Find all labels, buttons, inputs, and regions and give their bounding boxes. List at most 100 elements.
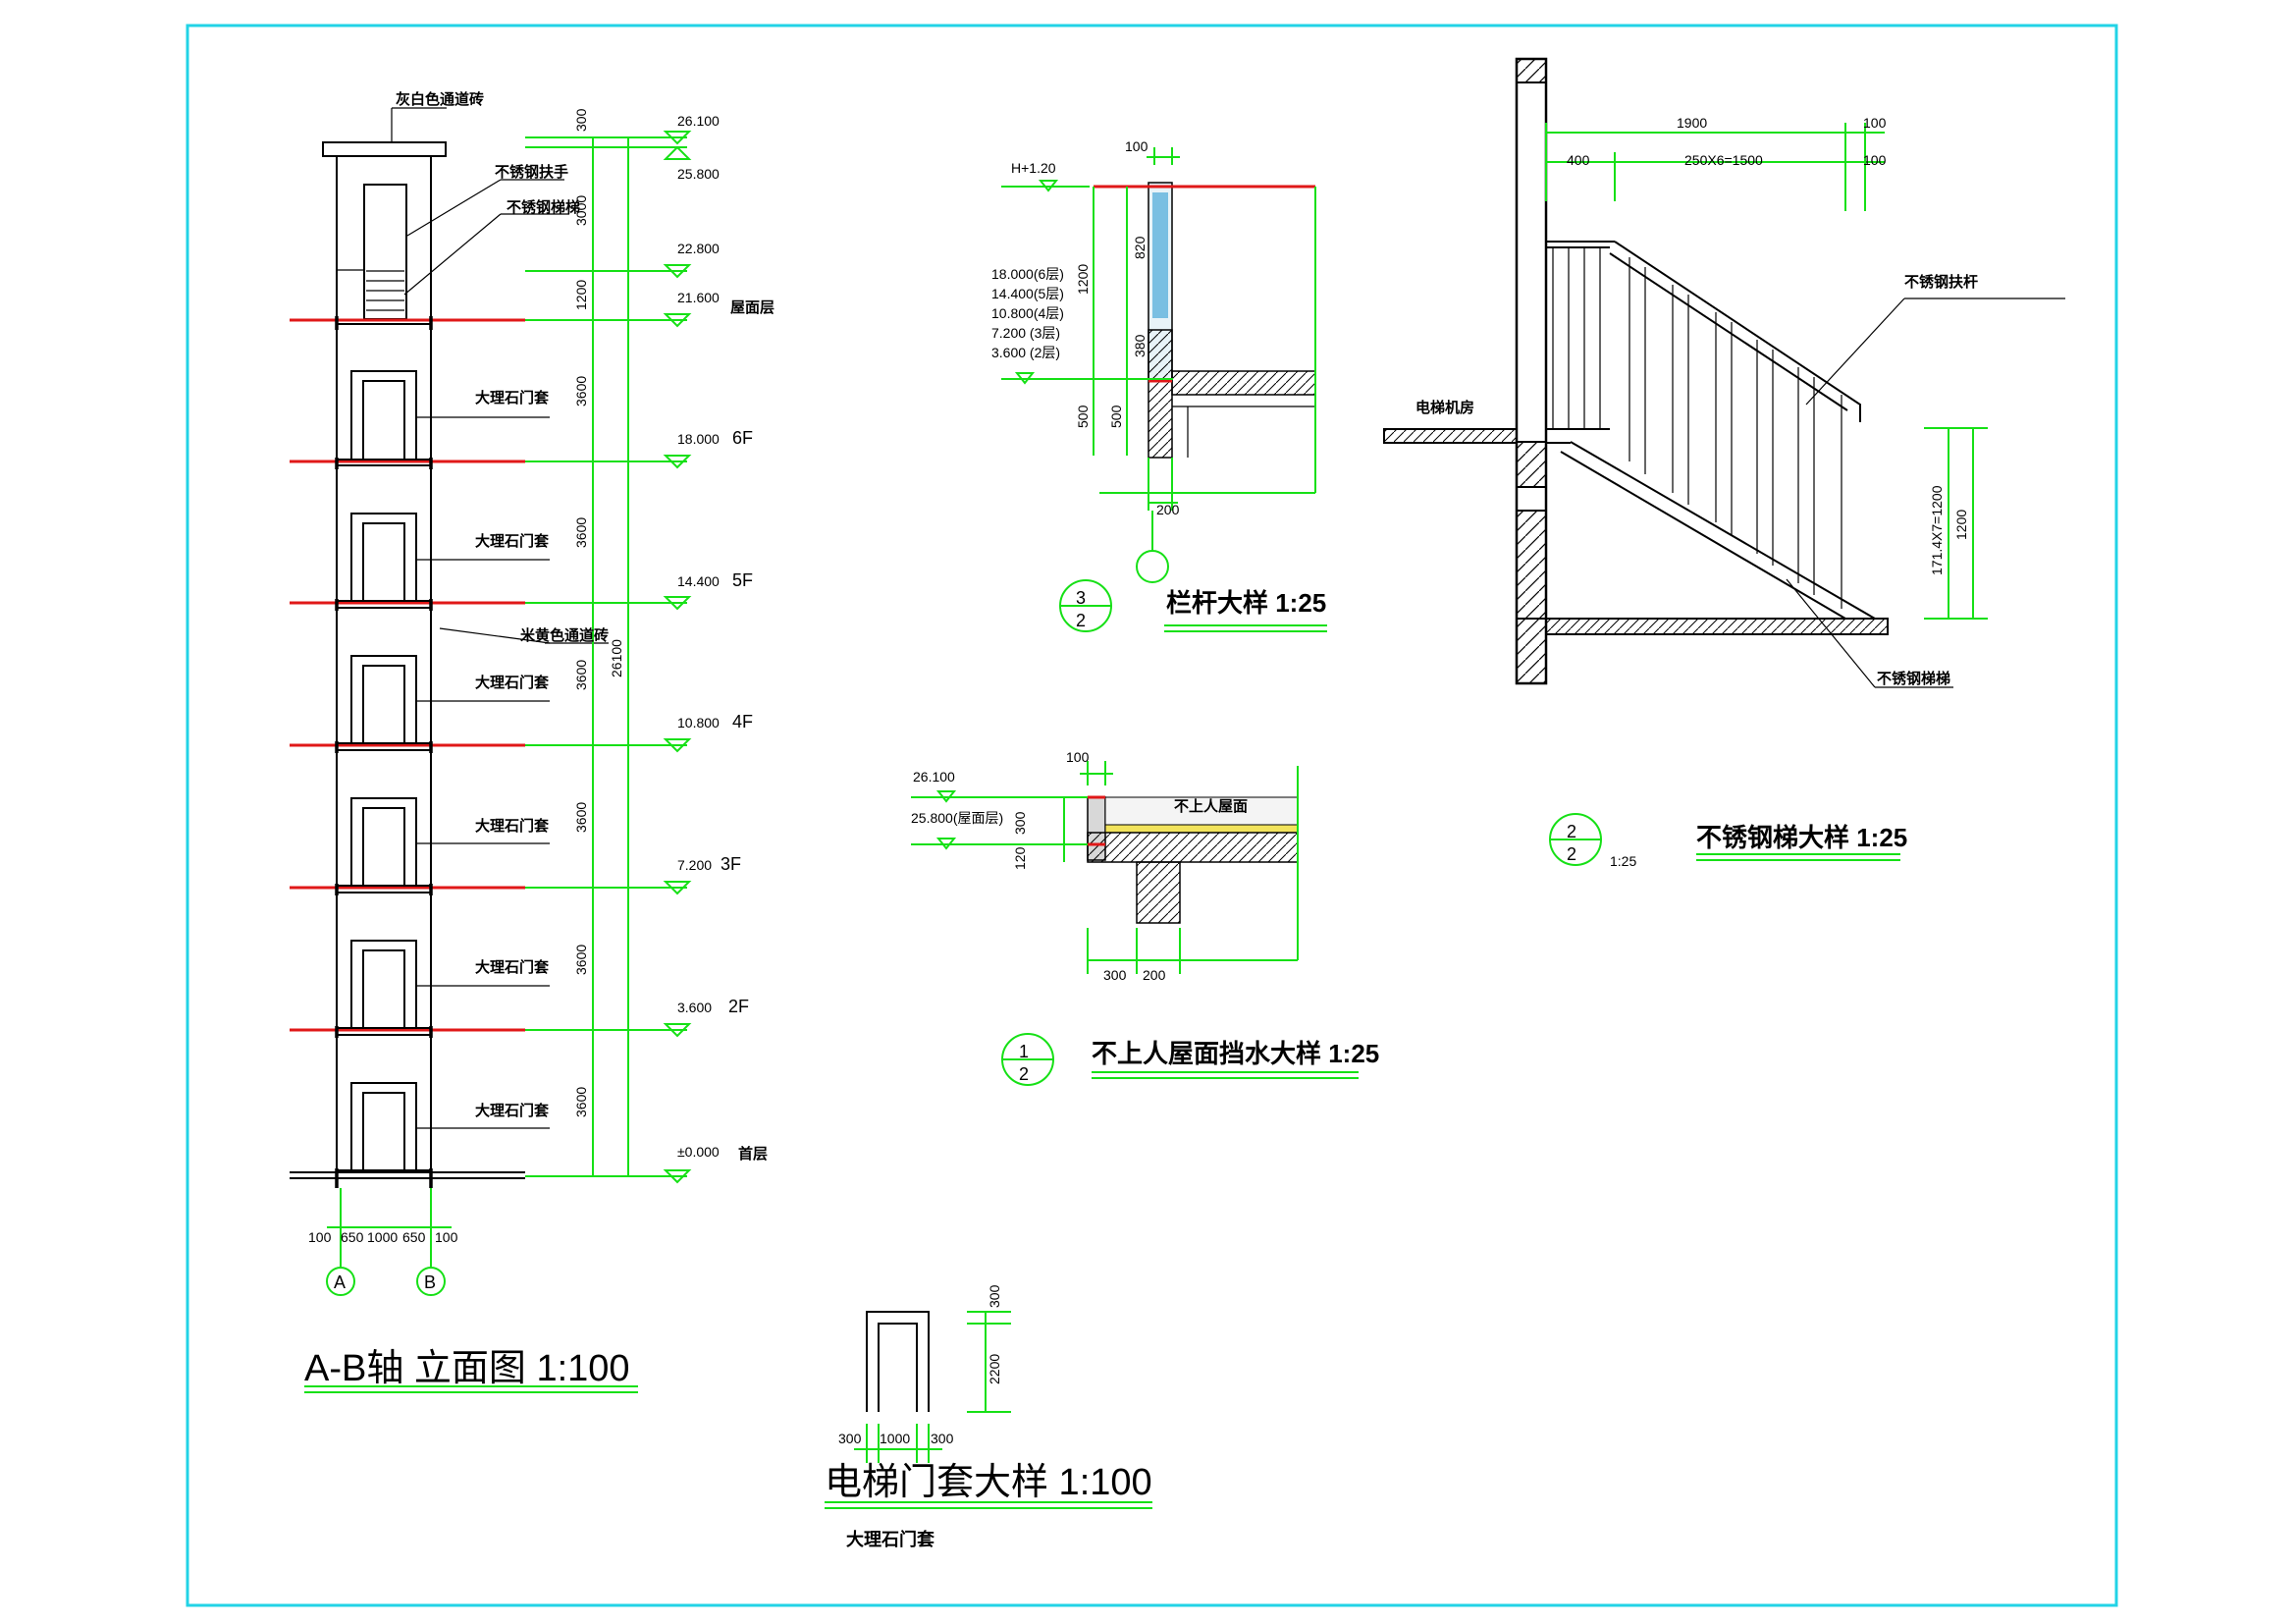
dim-label: 1000 [880,1431,910,1446]
dim-label: 300 [987,1284,1002,1308]
detail-number-bottom: 2 [1567,844,1576,864]
dim-label: 3600 [573,1087,589,1117]
dim-label: 820 [1132,236,1148,259]
bottom-dim: 650 [341,1229,364,1245]
dim-label: 3600 [573,660,589,690]
level-label: 7.200 [677,857,712,873]
dim-label: 171.4X7=1200 [1929,485,1945,575]
dim-label: 100 [1125,138,1148,154]
dim-label: 300 [1012,811,1028,835]
elevation-title: A-B轴 立面图 1:100 [304,1348,630,1389]
dim-label: 300 [931,1431,954,1446]
dim-label: 200 [1143,967,1166,983]
door-note-4f: 大理石门套 [475,674,550,691]
dim-label: 100 [1863,115,1887,131]
door-note-2f: 大理石门套 [475,958,550,976]
total-dim-label: 26100 [609,639,624,677]
dim-label: 3600 [573,376,589,406]
dim-label: 500 [1108,405,1124,428]
mid-note: 米黄色通道砖 [520,626,609,644]
level-tag: 6F [732,428,753,448]
dim-label: 3000 [573,195,589,226]
dim-label: 1200 [1075,264,1091,295]
dim-label: 120 [1012,846,1028,870]
detail-number-top: 3 [1076,588,1086,608]
machine-room-label: 电梯机房 [1415,399,1474,416]
parapet-title: 不上人屋面挡水大样 1:25 [1092,1039,1379,1068]
dim-label: 380 [1132,334,1148,357]
door-note-3f: 大理石门套 [475,817,550,835]
dim-label: 200 [1156,502,1180,517]
level-label: 21.600 [677,290,720,305]
bottom-dim: 100 [435,1229,458,1245]
scale-label: 1:25 [1610,853,1636,869]
stair-title: 不锈钢梯大样 1:25 [1696,823,1907,852]
level-label: ±0.000 [677,1144,720,1160]
parapet-detail: 26.100 25.800(屋面层) 不上人屋面 100 300 120 300… [911,749,1379,1086]
level-label: 14.400 [677,573,720,589]
door-note-6f: 大理石门套 [475,389,550,406]
dim-label: 100 [1863,152,1887,168]
level-line: 25.800(屋面层) [911,810,1003,826]
level-line: 26.100 [913,769,955,785]
dim-label: 3600 [573,945,589,975]
level-label: 3.600 [677,1000,712,1015]
level-line: 10.800(4层) [991,305,1064,321]
detail-number-top: 2 [1567,822,1576,841]
parapet-note: 不上人屋面 [1174,797,1248,815]
detail-number-bottom: 2 [1019,1064,1029,1084]
level-tag: 屋面层 [730,298,774,316]
railing-detail: H+1.20 18.000(6层) 14.400(5层) 10.800(4层) … [991,138,1327,632]
railing-title: 栏杆大样 1:25 [1166,588,1326,618]
dim-label: 1200 [573,280,589,310]
level-label: 26.100 [677,113,720,129]
level-label: 18.000 [677,431,720,447]
elevation-view: 灰白色通道砖 不锈钢扶手 不锈钢梯梯 米黄色通道砖 大理石门套 大理石门套 大理… [290,90,774,1393]
level-label: 10.800 [677,715,720,731]
level-tag: 首层 [738,1145,768,1163]
level-label: 22.800 [677,241,720,256]
top-note: 灰白色通道砖 [396,90,484,108]
door-note-1f: 大理石门套 [475,1102,550,1119]
door-title: 电梯门套大样 1:100 [825,1462,1152,1503]
dim-label: 400 [1567,152,1590,168]
sheet-border [186,24,2118,1607]
h-label: H+1.20 [1011,160,1056,176]
level-line: 7.200 (3层) [991,325,1060,341]
axis-label: A [334,1272,346,1292]
detail-number-top: 1 [1019,1042,1029,1061]
dim-label: 3600 [573,802,589,833]
door-detail: 300 2200 300 1000 300 电梯门套大样 1:100 大理石门套 [825,1284,1152,1550]
dim-label: 2200 [987,1354,1002,1384]
dim-label: 500 [1075,405,1091,428]
bottom-dim: 650 [402,1229,426,1245]
level-tag: 2F [728,997,749,1016]
level-label: 25.800 [677,166,720,182]
rail-note: 不锈钢扶手 [495,163,568,181]
level-line: 14.400(5层) [991,286,1064,301]
level-tag: 4F [732,712,753,731]
dim-label: 1200 [1953,510,1969,540]
dim-label: 1900 [1677,115,1707,131]
door-note-5f: 大理石门套 [475,532,550,550]
stair-note: 不锈钢梯梯 [507,198,580,216]
door-subtitle: 大理石门套 [846,1529,934,1550]
level-line: 3.600 (2层) [991,345,1060,360]
bottom-dim: 1000 [367,1229,398,1245]
bottom-dim: 100 [308,1229,332,1245]
dim-label: 300 [838,1431,862,1446]
dim-label: 3600 [573,517,589,548]
stair-detail: 1900 100 400 250X6=1500 100 电梯机房 不锈钢扶杆 不… [1383,57,2065,869]
rail-label: 不锈钢扶杆 [1904,273,1978,291]
level-tag: 3F [721,854,741,874]
axis-label: B [424,1272,436,1292]
dim-label: 250X6=1500 [1684,152,1763,168]
ladder-label: 不锈钢梯梯 [1877,670,1950,687]
dim-label: 100 [1066,749,1090,765]
level-line: 18.000(6层) [991,266,1064,282]
dim-label: 300 [573,108,589,132]
detail-number-bottom: 2 [1076,611,1086,630]
level-tag: 5F [732,570,753,590]
dim-label: 300 [1103,967,1127,983]
